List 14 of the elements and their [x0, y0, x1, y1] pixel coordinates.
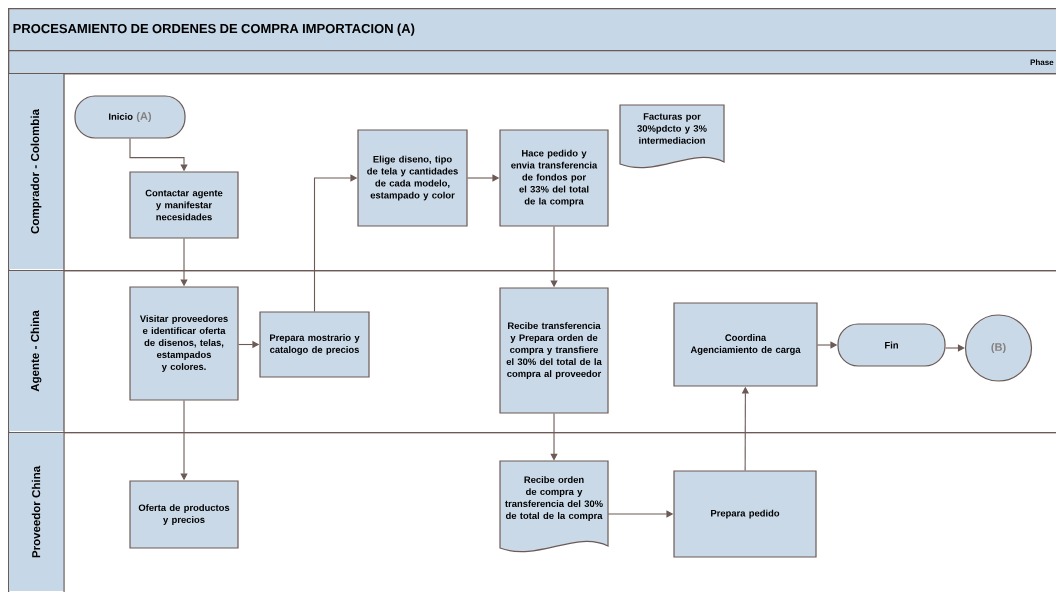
process-box: Elige diseno, tipo de tela y cantidades de cada modelo, estampado y color [357, 129, 468, 227]
arrow [945, 344, 965, 352]
process-box: Prepara pedido [673, 470, 817, 558]
process-box: Hace pedido y envia transferencia de fondos por el 33% del total de la compra [499, 129, 609, 227]
process-box: Prepara mostrario y catalogo de precios [259, 311, 370, 378]
process-box: Visitar proveedores e identificar oferta de disenos, telas, estampados y colores. [129, 286, 239, 401]
arrow [550, 413, 558, 461]
process-box: Coordina Agenciamiento de carga [673, 302, 818, 387]
process-box: Oferta de productos y precios [129, 480, 239, 549]
process-box: Contactar agente y manifestar necesidades [129, 171, 239, 239]
terminator: Inicio (A) [74, 95, 186, 139]
process-box: Recibe transferencia y Prepara orden de compra y transfiere el 30% del total de la compra al proveedor [499, 287, 609, 414]
title-bar: PROCESAMIENTO DE ORDENES DE COMPRA IMPORTACION (A) [8, 8, 1056, 52]
terminator: Fin [837, 323, 946, 367]
